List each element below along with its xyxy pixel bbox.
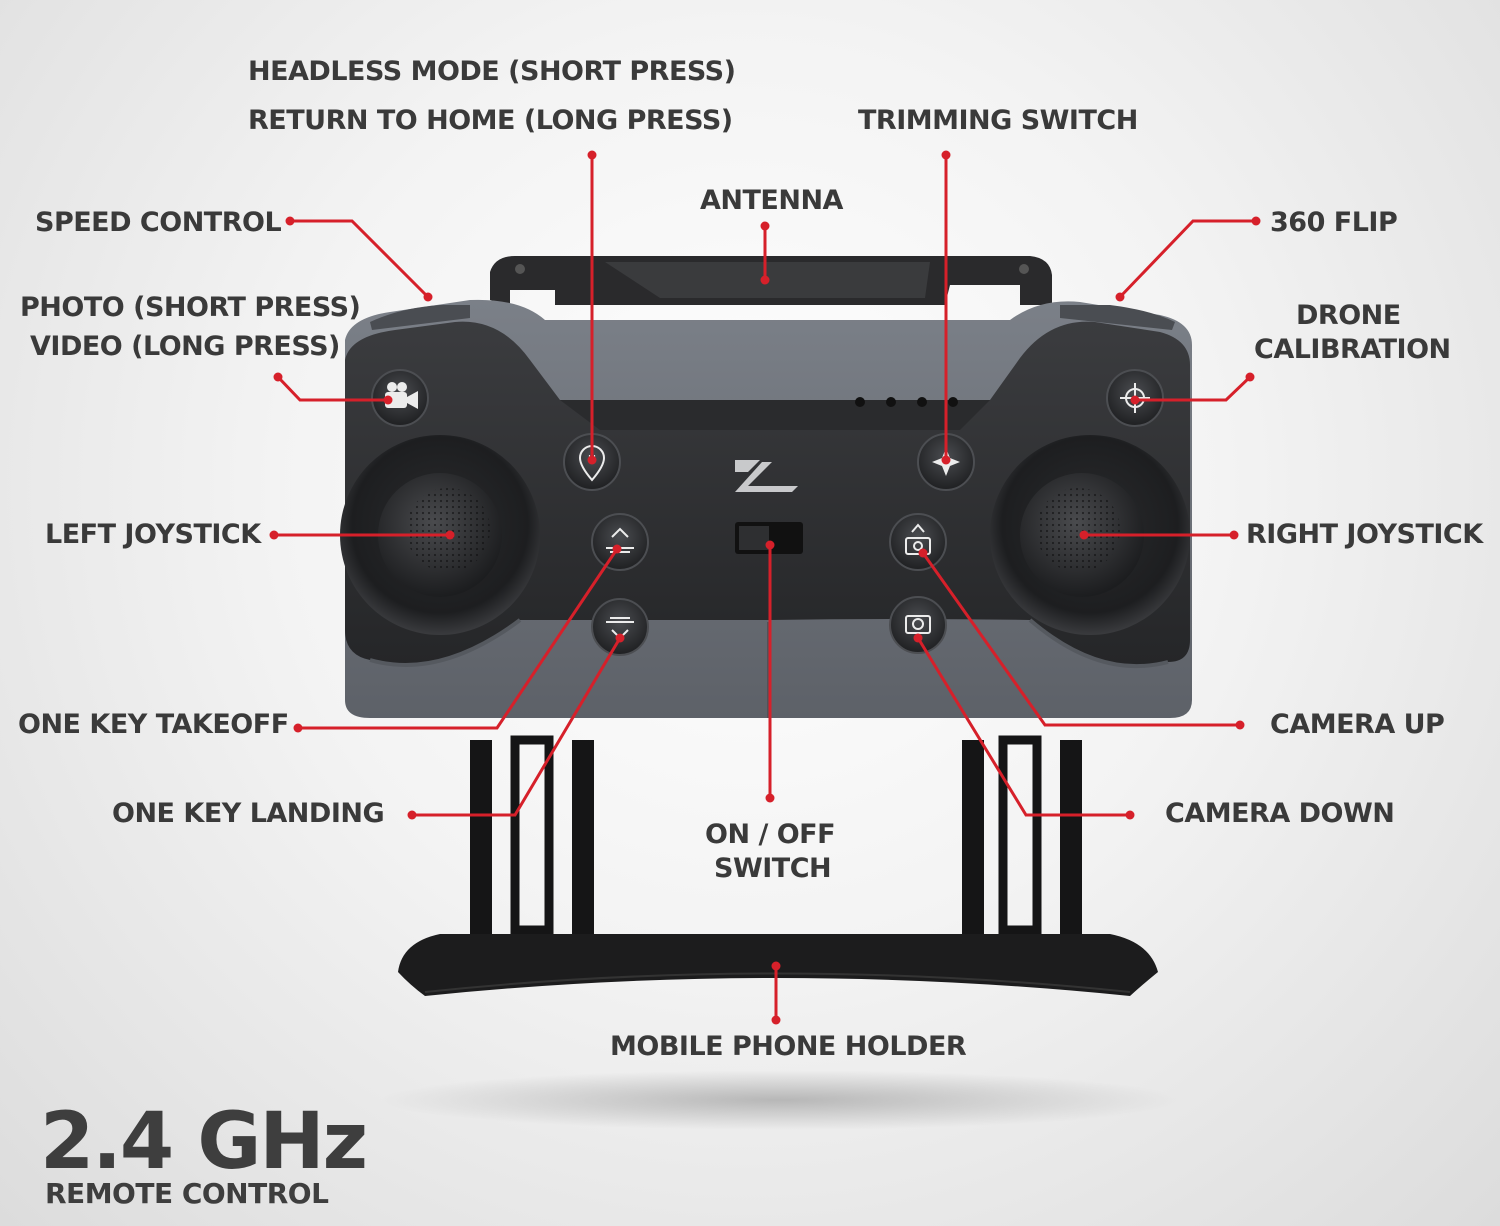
camera-icon	[905, 615, 931, 634]
on-off-switch	[735, 522, 803, 554]
floor-shadow	[380, 1070, 1180, 1130]
label-camera-down: CAMERA DOWN	[1165, 798, 1395, 829]
landing-button	[591, 598, 649, 656]
product-subtitle: REMOTE CONTROL	[45, 1177, 329, 1210]
label-headless-mode: HEADLESS MODE (SHORT PRESS)	[248, 56, 736, 87]
callout-lines	[274, 155, 1256, 1020]
callout-360-flip	[1118, 219, 1256, 299]
video-camera-icon	[385, 382, 418, 409]
label-trimming-switch: TRIMMING SWITCH	[858, 105, 1138, 136]
camera-up-button	[889, 513, 947, 571]
camera-down-button	[889, 596, 947, 654]
label-on-off: ON / OFF	[705, 819, 836, 850]
camera-up-icon	[905, 523, 931, 555]
brand-logo-icon	[735, 460, 798, 492]
phone-holder-legs	[470, 735, 1082, 955]
status-leds	[855, 397, 958, 407]
label-right-joystick: RIGHT JOYSTICK	[1246, 519, 1483, 550]
frequency-title: 2.4 GHz	[40, 1097, 368, 1187]
callout-landing	[412, 637, 622, 817]
speed-control-shoulder	[370, 305, 470, 330]
takeoff-button	[591, 513, 649, 571]
label-calibration: CALIBRATION	[1254, 334, 1451, 365]
callout-speed-control	[290, 219, 430, 299]
label-mobile-phone-holder: MOBILE PHONE HOLDER	[610, 1031, 967, 1062]
label-drone: DRONE	[1296, 300, 1401, 331]
label-speed-control: SPEED CONTROL	[35, 207, 282, 238]
label-photo: PHOTO (SHORT PRESS)	[20, 292, 361, 323]
label-video: VIDEO (LONG PRESS)	[30, 331, 340, 362]
callout-camera-down	[916, 637, 1130, 817]
label-camera-up: CAMERA UP	[1270, 709, 1445, 740]
label-one-key-takeoff: ONE KEY TAKEOFF	[18, 709, 289, 740]
callout-dots	[269, 150, 1261, 1025]
label-360-flip: 360 FLIP	[1270, 207, 1398, 238]
callout-takeoff	[298, 548, 619, 730]
label-left-joystick: LEFT JOYSTICK	[45, 519, 261, 550]
callout-camera-up	[921, 552, 1240, 727]
label-antenna: ANTENNA	[700, 185, 843, 216]
callout-photo-video	[276, 375, 388, 402]
label-return-to-home: RETURN TO HOME (LONG PRESS)	[248, 105, 733, 136]
callout-calibration	[1135, 375, 1252, 402]
flip-shoulder	[1060, 305, 1175, 330]
label-switch: SWITCH	[714, 853, 832, 884]
photo-video-button	[371, 369, 429, 427]
right-joystick	[990, 435, 1190, 635]
label-one-key-landing: ONE KEY LANDING	[112, 798, 385, 829]
antenna	[490, 256, 1052, 305]
controller-body	[345, 299, 1192, 718]
